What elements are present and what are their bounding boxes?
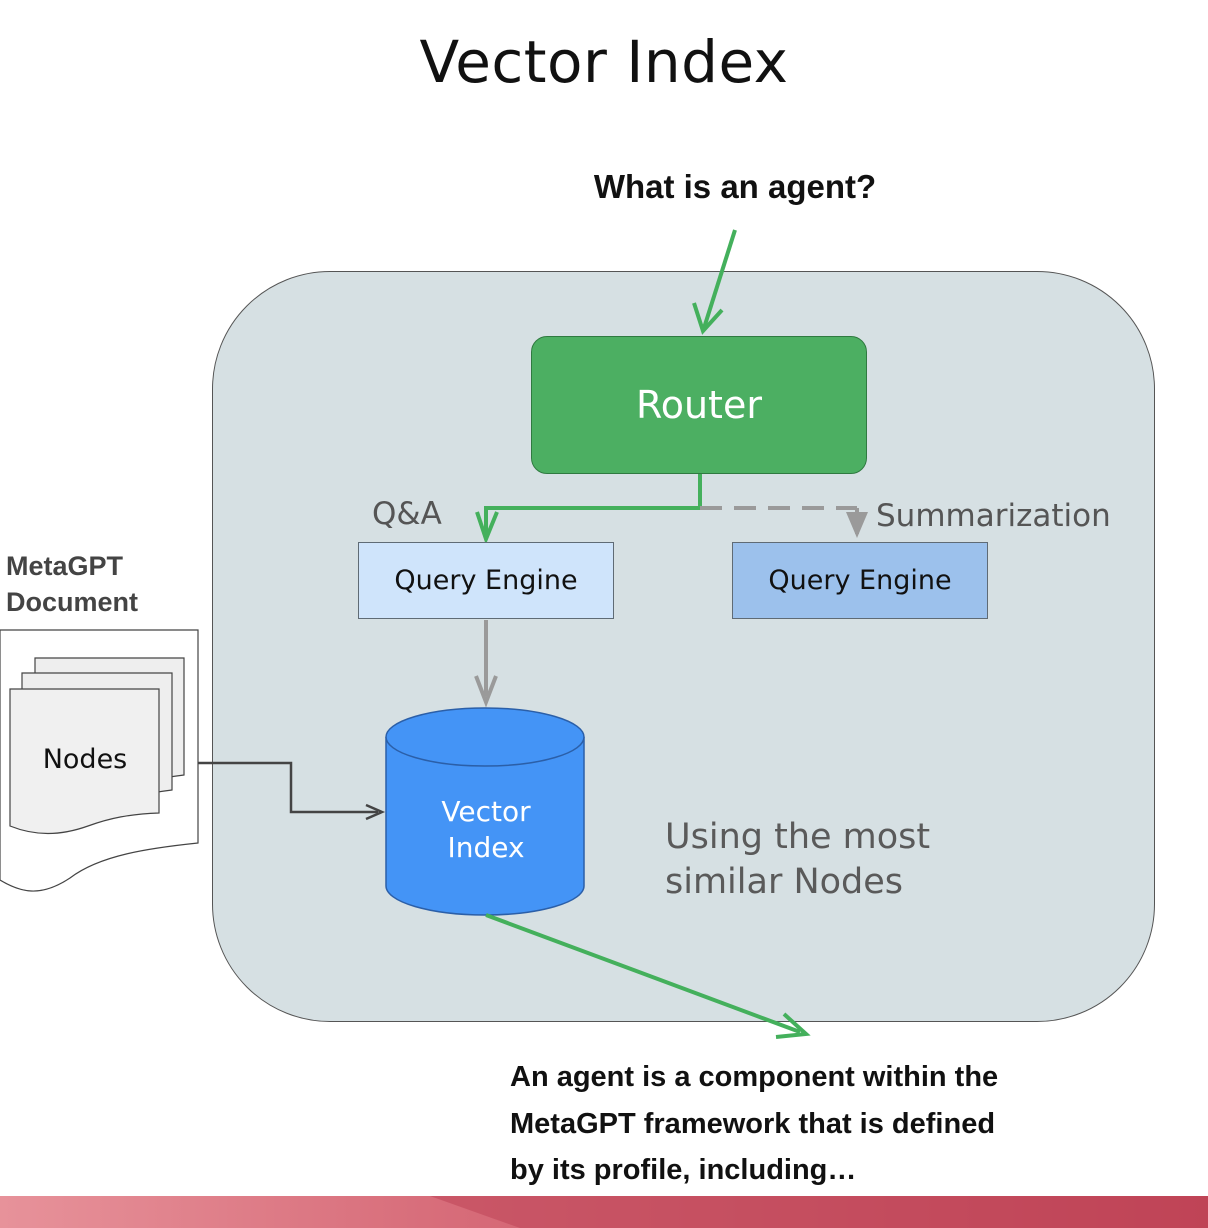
answer-line: by its profile, including… (510, 1154, 857, 1186)
vector-index-label: Vector Index (388, 794, 584, 866)
qa-route-label: Q&A (372, 496, 442, 532)
answer-line: MetaGPT framework that is defined (510, 1107, 996, 1140)
question-to-router-arrow (692, 229, 737, 335)
nodes-stack (9, 657, 185, 835)
retrieval-note: Using the most similar Nodes (665, 815, 930, 905)
retrieval-note-line: similar Nodes (665, 862, 904, 902)
query-engine-label: Query Engine (394, 565, 578, 596)
page-title: Vector Index (419, 28, 789, 96)
router-to-summarization-arrow (700, 506, 868, 538)
footer-band (0, 1196, 1208, 1228)
question-text: What is an agent? (593, 168, 877, 205)
document-title: MetaGPT Document (6, 548, 138, 620)
router-node: Router (531, 336, 867, 474)
query-engine-to-index-arrow (474, 620, 498, 708)
vector-index-label-line: Vector (441, 795, 531, 828)
answer-line: An agent is a component within the (510, 1061, 999, 1093)
nodes-label: Nodes (42, 744, 128, 775)
router-to-qa-arrow (475, 474, 702, 545)
document-title-line: Document (6, 587, 139, 617)
query-engine-label: Query Engine (768, 565, 952, 596)
vector-index-cylinder (385, 707, 585, 916)
summarization-route-label: Summarization (876, 498, 1111, 534)
router-label: Router (636, 383, 762, 427)
summarization-query-engine: Query Engine (732, 542, 988, 619)
answer-text: An agent is a component within the MetaG… (510, 1054, 1110, 1194)
qa-query-engine: Query Engine (358, 542, 614, 619)
vector-index-label-line: Index (447, 831, 525, 864)
document-title-line: MetaGPT (6, 551, 124, 581)
index-to-answer-arrow (485, 913, 811, 1039)
retrieval-note-line: Using the most (665, 817, 931, 857)
document-to-index-arrow (198, 761, 386, 821)
